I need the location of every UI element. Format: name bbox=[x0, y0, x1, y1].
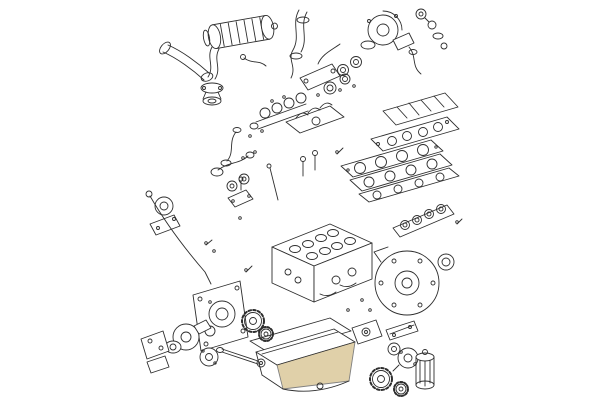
crankshaft-gear bbox=[369, 367, 393, 391]
coolant-tube bbox=[220, 127, 242, 167]
water-pump bbox=[164, 319, 212, 354]
cylinder-head bbox=[370, 116, 460, 152]
flange-gaskets bbox=[323, 73, 351, 95]
turbo-fittings bbox=[415, 8, 448, 50]
intake-manifold bbox=[285, 102, 345, 134]
fasteners bbox=[204, 84, 463, 312]
oil-pump bbox=[199, 347, 219, 367]
egr-cooler bbox=[202, 14, 278, 50]
oil-dipstick-tube bbox=[145, 190, 212, 285]
thermostat-housing bbox=[210, 151, 255, 208]
coolant-feed-pipe bbox=[159, 41, 214, 82]
water-inlet bbox=[387, 342, 401, 356]
turbo-gaskets bbox=[337, 56, 362, 76]
egr-valve-flange bbox=[200, 82, 224, 106]
oil-pickup-tube bbox=[216, 347, 266, 368]
exhaust-manifold-left bbox=[249, 92, 309, 130]
pipe-mount-bracket bbox=[299, 43, 341, 91]
injectors-and-pushrod bbox=[266, 150, 318, 201]
timing-gears bbox=[241, 309, 274, 342]
oil-cooler-plate bbox=[385, 320, 419, 341]
engine-block bbox=[271, 223, 373, 303]
balancer-gear bbox=[393, 381, 409, 397]
rear-adapter-plate bbox=[351, 319, 383, 345]
turbo-up-pipe bbox=[289, 9, 310, 79]
flywheel-housing bbox=[373, 246, 440, 316]
exhaust-manifold-right bbox=[392, 204, 455, 238]
front-cover bbox=[192, 280, 249, 352]
mount-bracket bbox=[140, 330, 170, 374]
turbocharger bbox=[360, 10, 415, 51]
front-seal-and-plate bbox=[149, 196, 181, 236]
rear-cover-pump bbox=[392, 347, 419, 372]
valve-cover bbox=[382, 92, 459, 126]
oil-pan bbox=[255, 328, 356, 392]
rear-main-seal bbox=[437, 253, 455, 271]
head-gasket-lower bbox=[358, 167, 460, 203]
oil-filter bbox=[415, 349, 435, 390]
coolant-return-hose bbox=[408, 46, 422, 75]
small-heater-hose bbox=[240, 54, 267, 67]
egr-outlet-pipe bbox=[207, 46, 220, 80]
head-gasket-upper bbox=[340, 139, 444, 178]
head-gasket-middle bbox=[349, 153, 453, 192]
